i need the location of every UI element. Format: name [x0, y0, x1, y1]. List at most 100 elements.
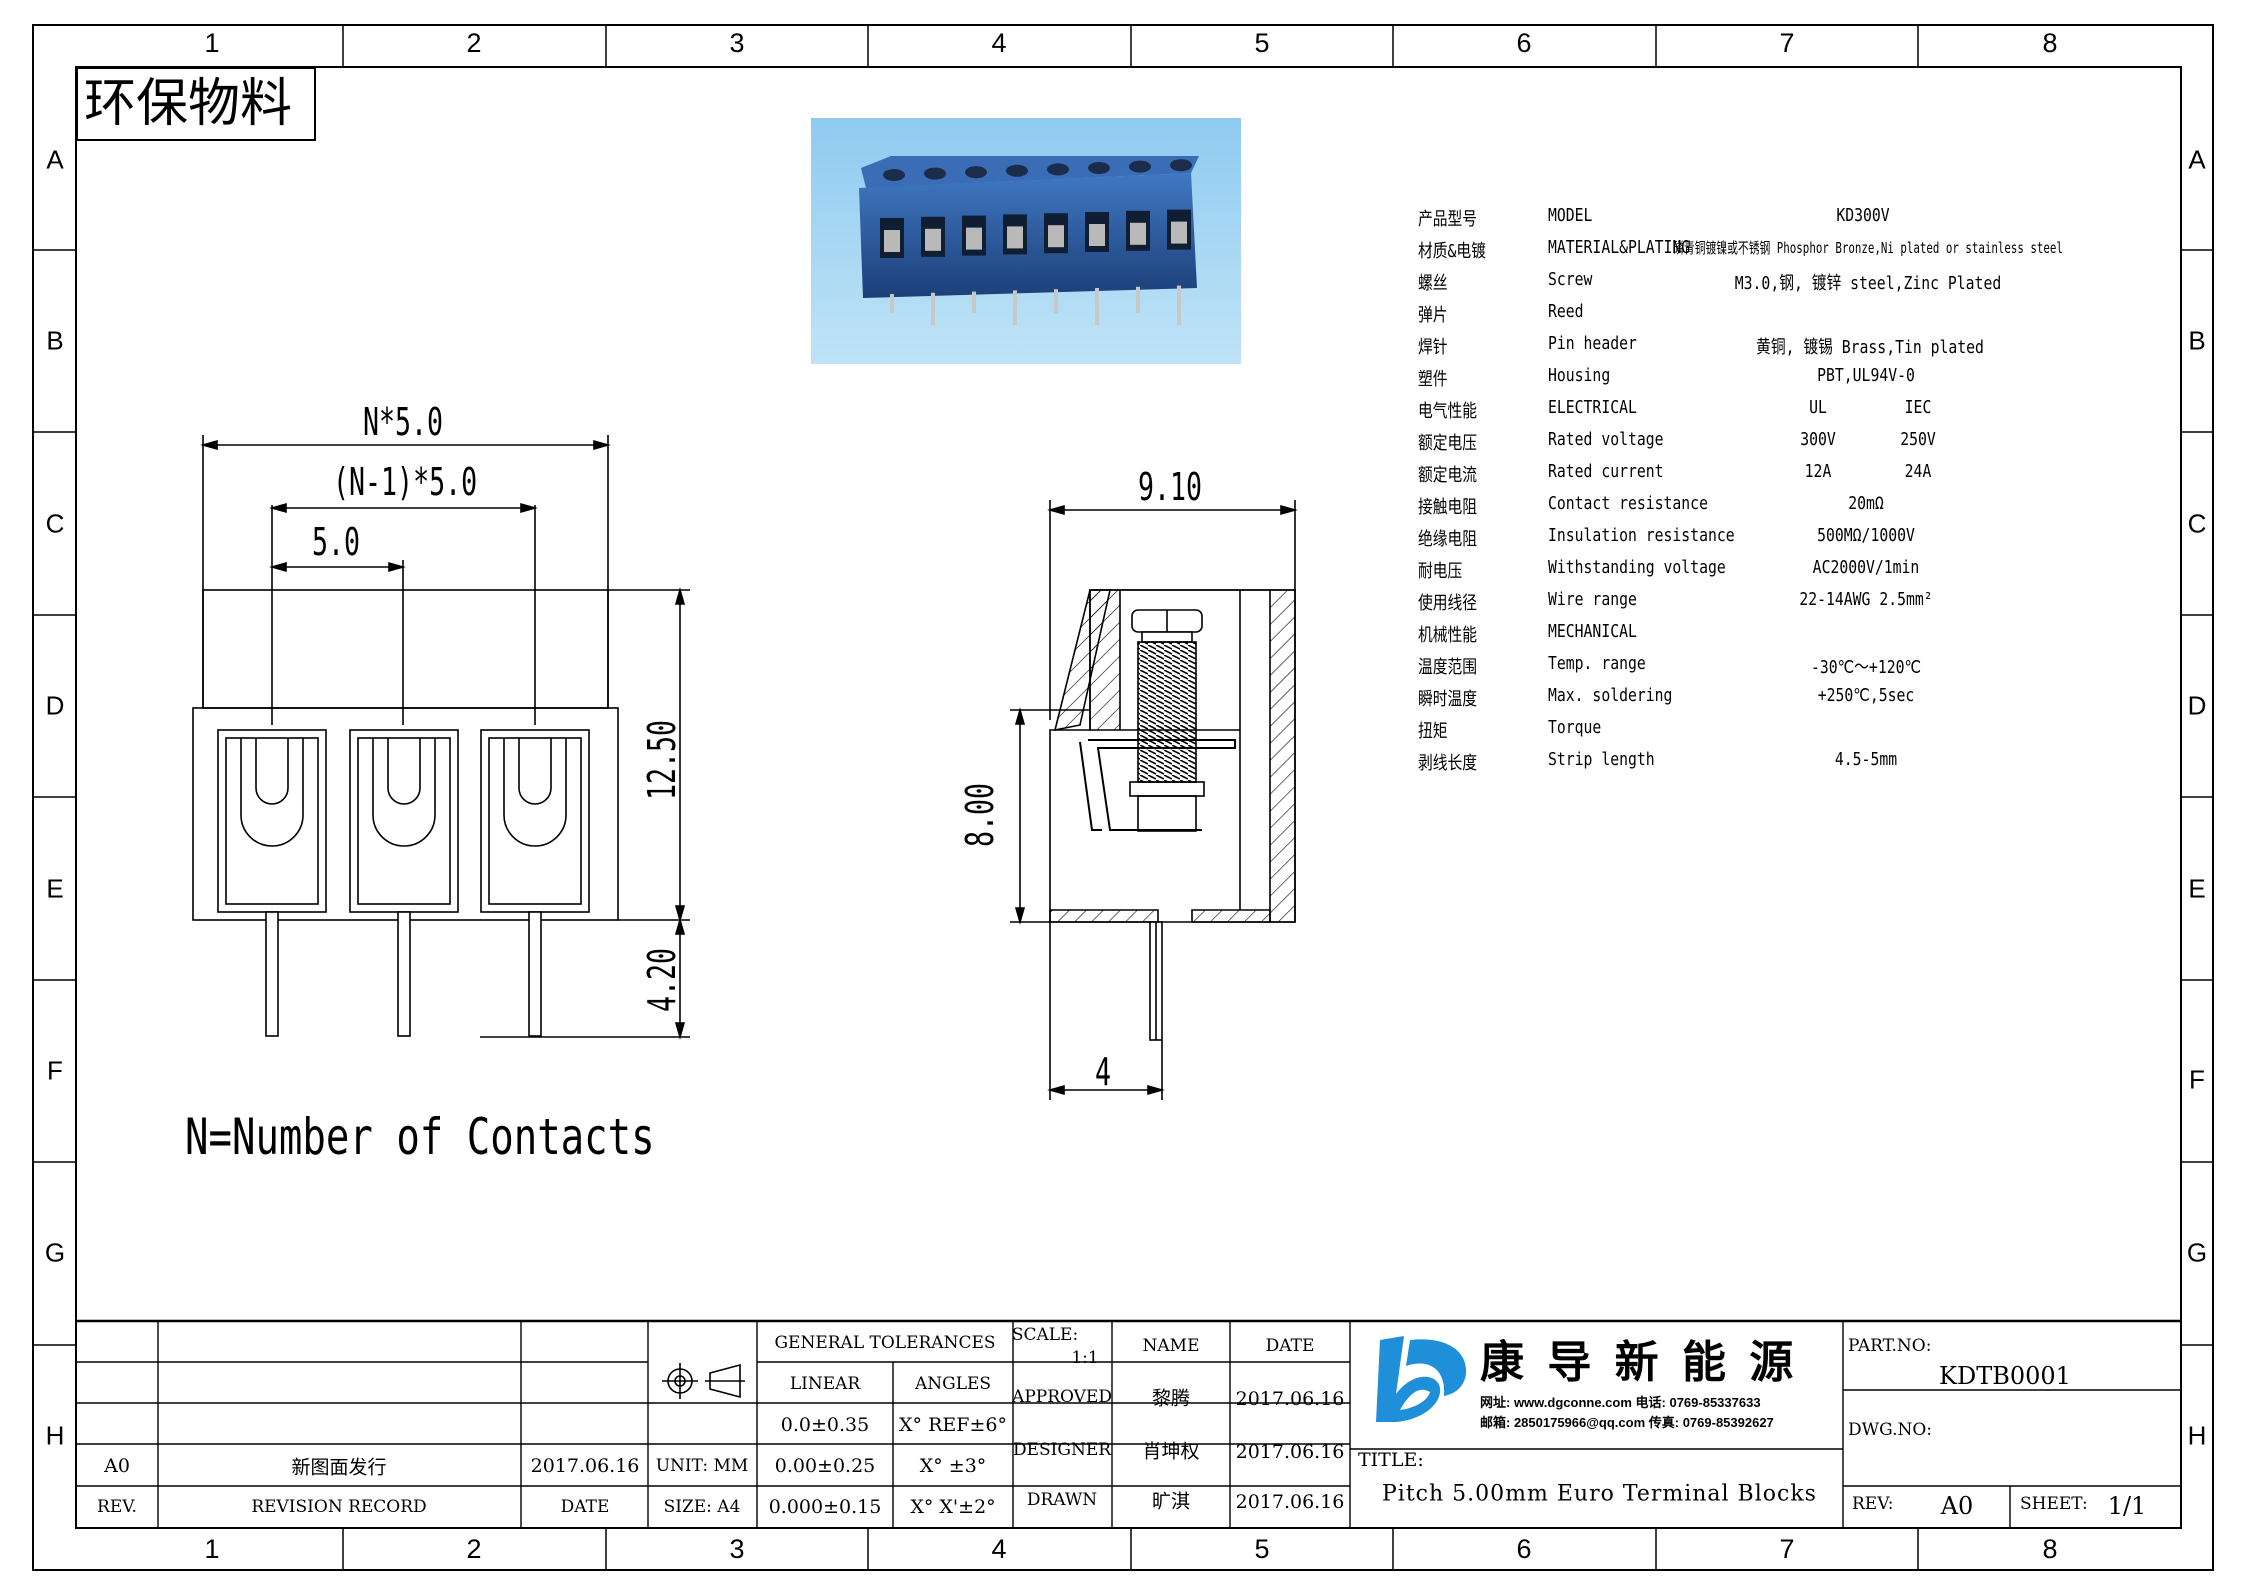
zone-col-1-bottom: 1	[204, 1534, 220, 1564]
angle-tol-2: X° ±3°	[919, 1455, 987, 1477]
spec-cn-label: 使用线径	[1418, 593, 1478, 614]
spec-cn-label: 耐电压	[1418, 561, 1463, 582]
drawing-title: Pitch 5.00mm Euro Terminal Blocks	[1382, 1481, 1817, 1507]
name-header: NAME	[1142, 1336, 1200, 1356]
zone-row-G-right: G	[2186, 1237, 2208, 1268]
spec-cn-label: 额定电流	[1418, 465, 1478, 486]
screw-hole	[924, 167, 946, 180]
rev-header: REV.	[97, 1497, 137, 1517]
dim-side-width: 9.10	[1138, 465, 1203, 509]
zone-col-2-bottom: 2	[466, 1534, 482, 1564]
clamp-plate	[1171, 221, 1187, 244]
angle-tol-3: X° X'±2°	[910, 1496, 996, 1518]
company-logo	[1376, 1336, 1467, 1422]
spec-value: +250℃,5sec	[1817, 685, 1915, 706]
zone-row-D: D	[45, 690, 65, 721]
scale-value: 1:1	[1071, 1348, 1099, 1368]
sheet-label: SHEET:	[2020, 1494, 2088, 1514]
zone-col-4-bottom: 4	[991, 1534, 1007, 1564]
contact-cell	[217, 729, 327, 1037]
spec-cn-label: 材质&电镀	[1418, 241, 1486, 262]
spec-cn-label: 绝缘电阻	[1418, 529, 1478, 550]
spec-en-label: MECHANICAL	[1548, 621, 1637, 642]
rev-cell: A0	[104, 1455, 130, 1477]
spec-value: 500MΩ/1000V	[1817, 525, 1915, 546]
spec-en-label: MATERIAL&PLATING	[1548, 237, 1691, 258]
spec-value: 磷青铜镀镍或不锈钢 Phosphor Bronze,Ni plated or s…	[1673, 239, 2063, 257]
spec-value: 22-14AWG 2.5mm²	[1799, 589, 1933, 610]
zone-row-D-right: D	[2187, 690, 2207, 721]
spec-en-label: Strip length	[1548, 749, 1655, 770]
contact-cell	[349, 729, 459, 1037]
clamp-plate	[925, 228, 941, 251]
zone-col-5: 5	[1254, 28, 1270, 58]
spec-en-label: Reed	[1548, 301, 1584, 322]
spec-en-label: Rated current	[1548, 461, 1664, 482]
zone-row-A: A	[46, 144, 64, 175]
zone-col-6-bottom: 6	[1516, 1534, 1532, 1564]
spec-value: -30℃～+120℃	[1810, 657, 1922, 678]
dim-pin-offset: 4	[1095, 1050, 1112, 1094]
clamp-plate	[966, 227, 982, 250]
zone-col-7: 7	[1779, 28, 1795, 58]
screw-hole	[1129, 160, 1151, 173]
zone-row-B-right: B	[2188, 325, 2206, 356]
spec-cn-label: 电气性能	[1418, 401, 1478, 422]
eco-material-text: 环保物料	[84, 74, 293, 134]
clamp-plate	[1007, 226, 1023, 249]
approved-name: 黎腾	[1151, 1387, 1191, 1410]
part-no-value: KDTB0001	[1939, 1362, 2071, 1390]
contact-cell	[480, 729, 590, 1037]
spec-cn-label: 螺丝	[1418, 273, 1448, 294]
screw-hole	[1006, 164, 1028, 177]
spec-cn-label: 额定电压	[1418, 433, 1478, 454]
linear-tol-1: 0.0±0.35	[780, 1414, 870, 1436]
clamp-plate	[884, 230, 900, 252]
linear-header: LINEAR	[789, 1374, 861, 1394]
spec-en-label: Pin header	[1548, 333, 1637, 354]
sheet-value: 1/1	[2107, 1492, 2147, 1520]
approved-label: APPROVED	[1012, 1387, 1112, 1407]
unit-label: UNIT: MM	[655, 1456, 749, 1476]
zone-row-H: H	[45, 1420, 65, 1451]
rev-label: REV:	[1852, 1494, 1894, 1514]
spec-en-label: Insulation resistance	[1548, 525, 1735, 546]
linear-tol-3: 0.000±0.15	[768, 1496, 882, 1518]
spec-en-label: Max. soldering	[1548, 685, 1673, 706]
side-view-drawing	[1010, 500, 1298, 1100]
zone-row-C: C	[45, 508, 65, 539]
clamp-plate	[1089, 224, 1105, 246]
title-label: TITLE:	[1358, 1449, 1424, 1471]
spec-cn-label: 焊针	[1418, 337, 1448, 358]
revision-date-cell: 2017.06.16	[530, 1455, 640, 1477]
spec-en-label: ELECTRICAL	[1548, 397, 1637, 418]
spec-value: M3.0,钢, 镀锌 steel,Zinc Plated	[1734, 273, 2002, 294]
zone-col-2: 2	[466, 28, 482, 58]
spec-value: 20mΩ	[1848, 493, 1884, 514]
contacts-note: N=Number of Contacts	[185, 1108, 655, 1166]
size-label: SIZE: A4	[663, 1497, 741, 1517]
drawn-date: 2017.06.16	[1235, 1491, 1345, 1513]
zone-col-5-bottom: 5	[1254, 1534, 1270, 1564]
spec-en-label: Wire range	[1548, 589, 1637, 610]
spec-value: AC2000V/1min	[1812, 557, 1920, 578]
zone-row-A-right: A	[2188, 144, 2206, 175]
zone-col-6: 6	[1516, 28, 1532, 58]
zone-row-E-right: E	[2188, 873, 2206, 904]
spec-cn-label: 接触电阻	[1418, 497, 1478, 518]
zone-row-G: G	[44, 1237, 66, 1268]
zone-col-4: 4	[991, 28, 1007, 58]
zone-col-1: 1	[204, 28, 220, 58]
company-name: 康 导 新 能 源	[1480, 1337, 1798, 1388]
spec-ul-value: UL	[1809, 397, 1827, 418]
date-header: DATE	[560, 1497, 610, 1517]
drawn-label: DRAWN	[1026, 1490, 1098, 1510]
spec-cn-label: 产品型号	[1418, 209, 1478, 230]
spec-en-label: Screw	[1548, 269, 1593, 290]
spec-cn-label: 剥线长度	[1418, 753, 1478, 774]
dim-pitch: 5.0	[312, 520, 361, 564]
screw-hole	[883, 169, 905, 181]
spec-value: PBT,UL94V-0	[1817, 365, 1915, 386]
dim-total-width: N*5.0	[363, 400, 444, 444]
